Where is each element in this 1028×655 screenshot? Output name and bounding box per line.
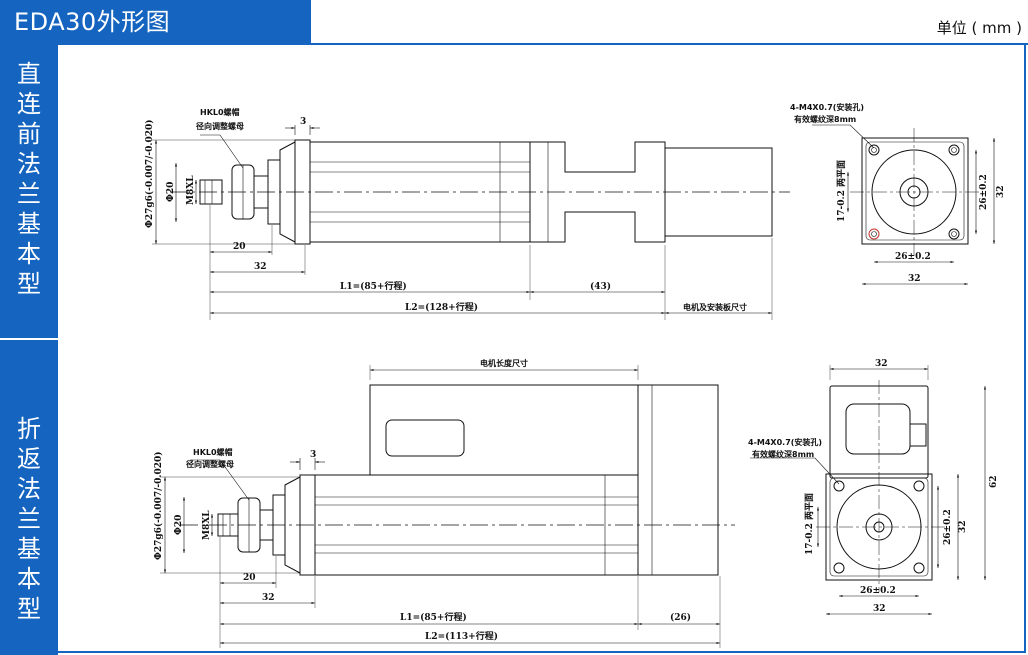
- dim-3: 3: [300, 117, 306, 127]
- dim-3-b: 3: [310, 450, 316, 460]
- dim-62: 62: [989, 475, 999, 488]
- note-thread-depth: 有效螺纹深8mm: [794, 114, 856, 124]
- label-char: 型: [17, 270, 41, 298]
- section-label-folded-flange: 折 返 法 兰 基 本 型: [0, 340, 58, 655]
- label-char: 折: [17, 415, 41, 443]
- dim-17: 17-0.2 两平面: [836, 160, 847, 222]
- label-char: 法: [17, 150, 41, 178]
- note-mount-holes: 4-M4X0.7(安装孔): [790, 102, 864, 112]
- note-radial-nut-2: 径向调整螺母: [186, 459, 234, 469]
- label-char: 兰: [17, 505, 41, 533]
- dim-32-vert-b: 32: [958, 520, 968, 533]
- label-char: 直: [17, 60, 41, 88]
- label-char: 基: [17, 210, 41, 238]
- label-char: 连: [17, 90, 41, 118]
- unit-label: 单位 ( mm ): [936, 19, 1022, 37]
- note-hkl-nut-2: HKL0螺帽: [193, 447, 233, 457]
- drawing-frame: [58, 45, 1026, 653]
- label-char: 基: [17, 535, 41, 563]
- dim-20-b: 20: [243, 573, 256, 583]
- label-char: 型: [17, 595, 41, 623]
- label-char: 前: [17, 120, 41, 148]
- dim-phi20-b: Φ20: [174, 515, 184, 535]
- dim-32-top-b: 32: [875, 359, 888, 369]
- dim-26-vert: 26±0.2: [979, 174, 989, 210]
- dim-phi27-b: Φ27g6(-0.007/-0.020): [153, 451, 164, 560]
- dim-20: 20: [233, 242, 246, 252]
- bottom-end-view: [750, 365, 987, 616]
- top-side-view: [152, 125, 790, 320]
- dim-phi27: Φ27g6(-0.007/-0.020): [144, 119, 155, 228]
- dim-32: 32: [254, 262, 267, 272]
- page-title: EDA30外形图: [0, 0, 311, 44]
- bottom-side-view: [160, 365, 735, 648]
- header-rule: [0, 43, 1028, 45]
- label-char: 兰: [17, 180, 41, 208]
- dim-motor-plate: 电机及安装板尺寸: [683, 302, 747, 312]
- dim-32-vert: 32: [996, 185, 1006, 198]
- section-label-direct-flange: 直 连 前 法 兰 基 本 型: [0, 45, 58, 338]
- dim-26-vert-b: 26±0.2: [943, 509, 953, 545]
- dim-43: (43): [590, 281, 611, 292]
- label-char: 返: [17, 445, 41, 473]
- dim-17-b: 17-0.2 两平面: [804, 493, 815, 555]
- note-mount-holes-b: 4-M4X0.7(安装孔): [748, 437, 822, 447]
- dim-motor-length: 电机长度尺寸: [480, 358, 528, 368]
- dim-26-b: (26): [670, 612, 691, 623]
- label-char: 本: [17, 565, 41, 593]
- dim-26-horiz: 26±0.2: [895, 252, 931, 262]
- note-thread-depth-b: 有效螺纹深8mm: [752, 449, 814, 459]
- dim-l2-b: L2=(113+行程): [425, 630, 498, 642]
- dim-32-horiz: 32: [908, 274, 921, 284]
- dim-phi20: Φ20: [166, 182, 176, 202]
- dim-32-horiz-b: 32: [873, 604, 886, 614]
- note-hkl-nut: HKL0螺帽: [200, 107, 240, 117]
- dim-l1: L1=(85+行程): [340, 280, 407, 292]
- dim-32-b: 32: [262, 593, 275, 603]
- top-end-view: [812, 124, 996, 286]
- label-char: 本: [17, 240, 41, 268]
- dim-m8: M8XL: [186, 175, 196, 205]
- label-char: 法: [17, 475, 41, 503]
- dim-l2: L2=(128+行程): [405, 301, 478, 313]
- section-divider: [0, 338, 58, 340]
- dim-l1-b: L1=(85+行程): [400, 611, 467, 623]
- dim-26-horiz-b: 26±0.2: [860, 586, 896, 596]
- dim-m8-b: M8XL: [202, 510, 212, 540]
- note-radial-nut: 径向调整螺母: [196, 121, 244, 131]
